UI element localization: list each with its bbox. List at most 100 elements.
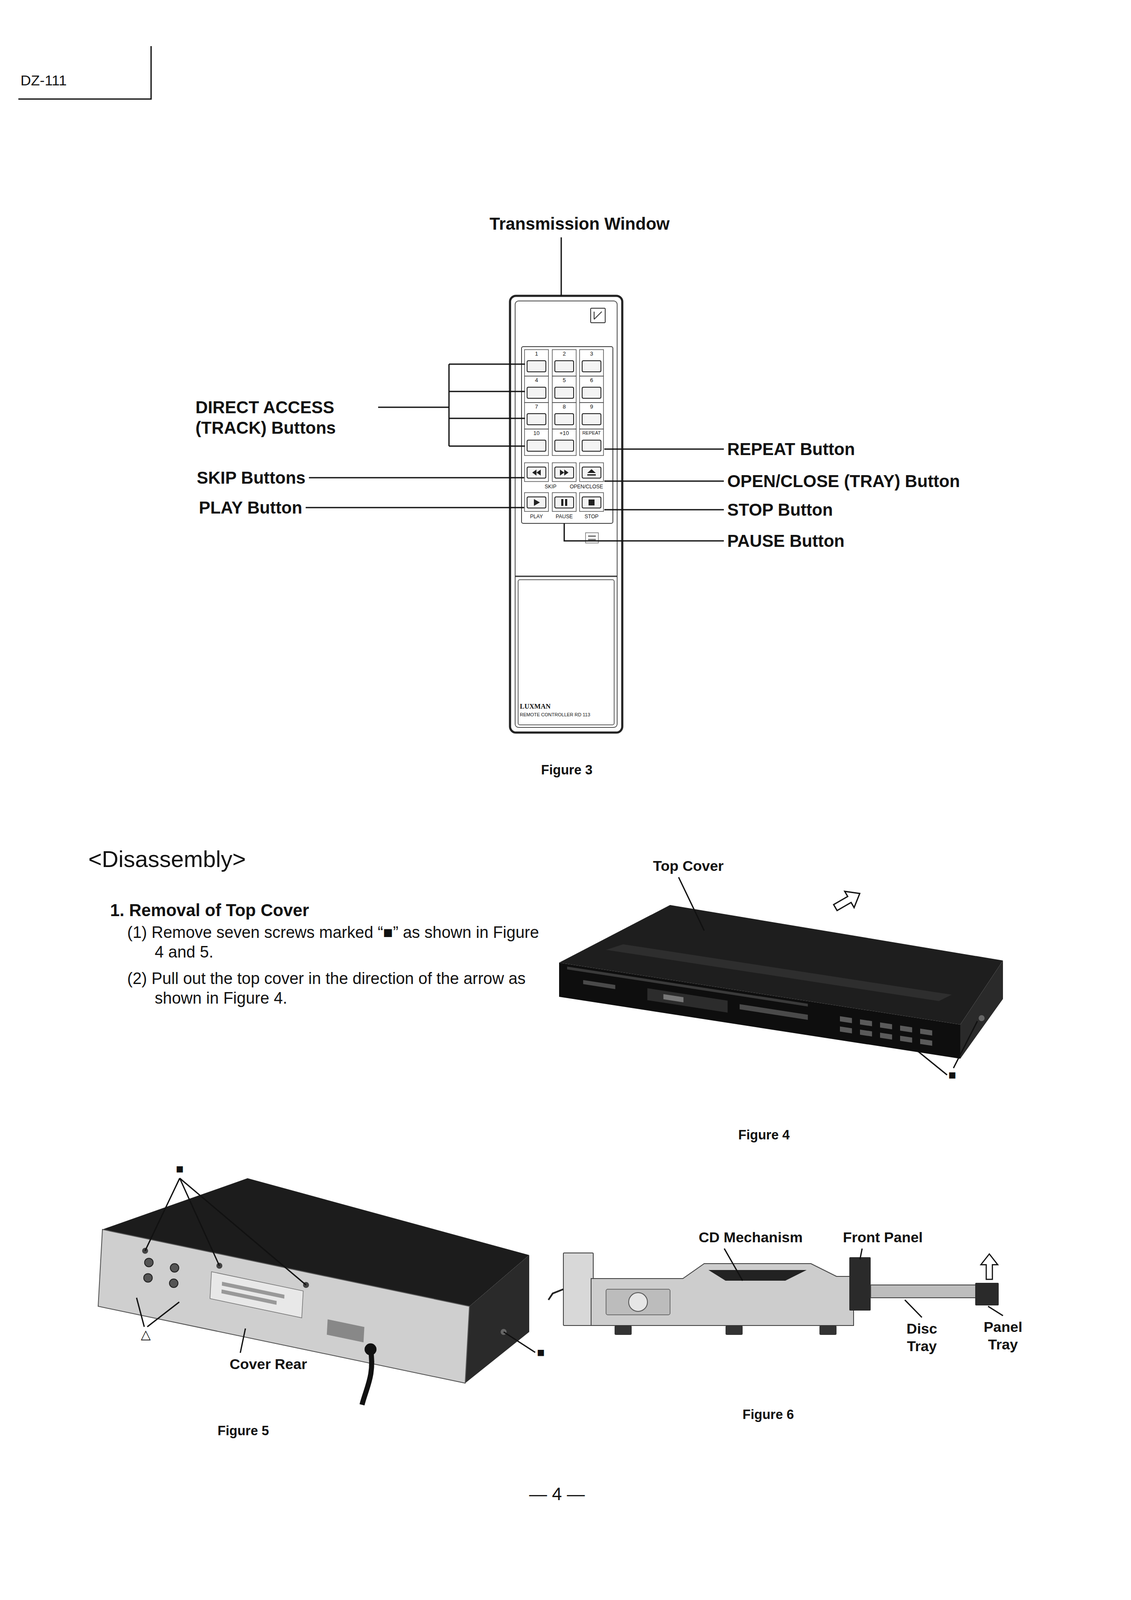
callout-label: REPEAT Button [727,438,855,460]
key [554,413,574,425]
screw-mark: △ [140,1326,151,1342]
figure-caption: Figure 3 [541,761,593,778]
callout-label: SKIP Buttons [196,467,306,488]
screw-mark: ■ [536,1344,545,1360]
key-frame [579,492,604,512]
direction-arrow [830,885,865,916]
key-label: 3 [589,350,593,358]
pause-symbol [565,498,568,506]
key [527,496,546,508]
circuit-board [563,1252,594,1326]
leader-line [904,1299,922,1318]
leader-line [953,1020,978,1068]
part-name: Panel Tray [968,1317,1038,1353]
leader-line [604,480,724,482]
bracket-line [448,363,525,365]
key-label: PLAY [530,513,543,520]
skip-back-symbol [532,469,537,476]
key-label: REPEAT [582,430,601,436]
eject-symbol [587,469,596,473]
front-panel [559,962,961,1059]
screw [978,1014,985,1021]
callout-label: OPEN/CLOSE (TRAY) Button [727,470,960,492]
key-frame [552,492,577,512]
output-jack [170,1263,179,1272]
model-number: DZ-111 [20,71,67,90]
key [554,496,574,508]
front-button [859,1019,872,1027]
pause-symbol [561,498,564,506]
key-label: 4 [534,376,538,384]
remote-inner-edge [515,300,618,728]
remote-controller [448,295,623,733]
leader-line [145,1177,180,1251]
callout-label: DIRECT ACCESS (TRACK) Buttons [195,396,375,438]
key-label: 2 [562,350,566,358]
part-name: CD Mechanism [698,1228,803,1246]
front-button [920,1028,933,1036]
power-switch [582,979,616,989]
key-frame [524,376,549,403]
key-label: OPEN/CLOSE [569,483,604,490]
leader-line [136,1297,145,1327]
remote-logo-mark [594,311,602,320]
output-jack [169,1278,178,1288]
brand-name: LUXMAN [519,702,551,711]
screw-mark: ■ [175,1160,184,1177]
step-text: (2) Pull out the top cover in the direct… [127,968,550,1008]
foot [614,1325,632,1335]
rear-cover [98,1229,470,1383]
eject-symbol [587,474,596,476]
display-window [647,988,728,1013]
page-number: — 4 — [529,1483,586,1505]
key [582,466,601,479]
mechanism-chassis [591,1263,854,1326]
key [554,387,574,399]
key-frame [552,402,577,429]
figure-caption: Figure 6 [742,1406,795,1423]
key [554,440,574,452]
bracket-line [448,390,525,393]
leader-line [560,237,563,296]
play-symbol [533,498,540,506]
key-label: 6 [589,376,593,384]
rating-text-bar [221,1288,277,1305]
key-frame [524,428,549,456]
leader-line [564,523,724,541]
callout-label: STOP Button [727,499,833,520]
leader-line [678,877,705,931]
leader-line [147,1301,180,1327]
front-button [880,1032,892,1040]
side-panel [465,1254,530,1383]
front-button [920,1038,933,1046]
pickup-opening [708,1269,807,1281]
warning-plate [326,1319,365,1343]
key-frame [552,462,577,482]
bracket-line [448,364,450,446]
key [527,440,546,452]
key-label: PAUSE [555,513,573,520]
key [554,466,574,479]
key-label: 1 [534,350,538,358]
key-frame [552,376,577,403]
leader-line [179,1177,220,1266]
screw-mark: ■ [948,1066,957,1083]
part-name: Cover Rear [229,1355,307,1373]
part-name: Front Panel [842,1228,923,1246]
part-name: Top Cover [652,856,724,875]
key [527,466,546,479]
remote-logo [590,308,606,323]
key [527,387,546,399]
key [582,387,601,399]
leader-line [240,1328,246,1353]
leader-line [988,1305,1003,1316]
key-frame [524,462,549,482]
button-panel [521,346,613,524]
key-label: 8 [562,403,566,411]
compact-disc-logo [588,538,596,541]
leader-line [305,507,525,509]
header-rule [18,46,152,100]
